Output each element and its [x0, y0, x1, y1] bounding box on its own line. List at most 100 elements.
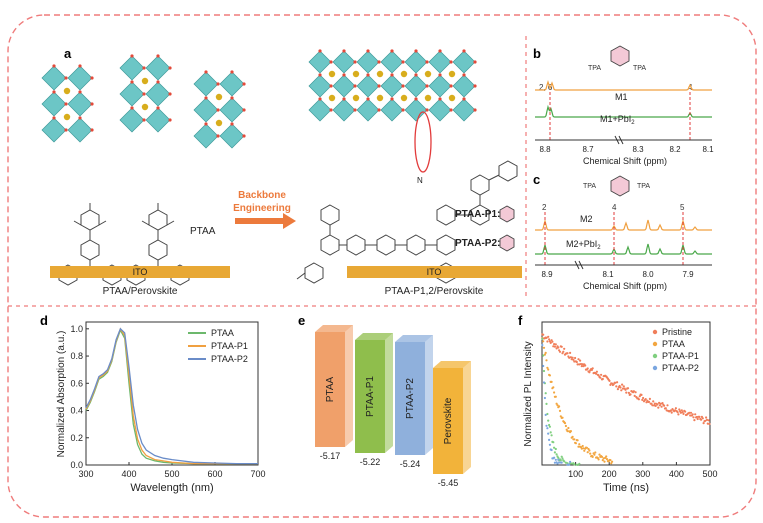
octahedron: [308, 98, 332, 122]
halide-atom: [377, 84, 381, 88]
f-data-point: [591, 455, 594, 458]
f-data-point: [702, 422, 705, 425]
ptaa-label: PTAA: [190, 226, 216, 237]
halide-atom: [318, 73, 322, 77]
f-data-point: [557, 458, 560, 461]
f-data-point: [566, 352, 569, 355]
f-data-point: [545, 402, 548, 405]
panel-e: e PTAA-5.17PTAA-P1-5.22PTAA-P2-5.24Perov…: [298, 313, 471, 488]
octahedron: [308, 50, 332, 74]
f-data-point: [616, 381, 619, 384]
f-data-point: [552, 386, 555, 389]
m2-peak-label-2: 2: [542, 203, 547, 212]
halide-atom: [64, 128, 68, 132]
f-data-point: [674, 407, 678, 410]
f-legend-label: PTAA-P1: [662, 351, 699, 361]
panel-f-plot-frame: [541, 321, 711, 466]
f-data-point: [698, 415, 701, 418]
f-data-point: [629, 393, 632, 396]
f-data-point: [555, 347, 558, 350]
f-data-point: [561, 416, 564, 419]
octahedron: [41, 117, 67, 143]
f-data-point: [553, 343, 556, 346]
octahedron: [67, 117, 93, 143]
halide-atom: [52, 64, 56, 68]
halide-atom: [242, 108, 246, 112]
octahedron: [193, 123, 219, 149]
halide-atom: [390, 73, 394, 77]
perovskite-lattice-left: [41, 54, 246, 149]
panel-c-axis-break-2: [578, 260, 584, 270]
a-site-cation: [352, 70, 360, 78]
f-data-point: [569, 351, 572, 354]
halide-atom: [90, 128, 94, 132]
f-data-point: [563, 422, 567, 425]
m2-pbi2-text: M2+PbI: [566, 239, 597, 249]
f-data-point: [701, 417, 704, 420]
f-data-point: [572, 358, 575, 361]
c-tick: 7.9: [682, 270, 694, 279]
f-data-point: [569, 460, 572, 463]
f-data-point: [663, 404, 666, 407]
f-data-point: [605, 458, 609, 461]
f-data-point: [670, 411, 673, 414]
octahedron: [119, 55, 145, 81]
c-tick: 8.0: [642, 270, 654, 279]
halide-atom: [216, 134, 220, 138]
octahedron: [332, 98, 356, 122]
f-data-point: [574, 442, 578, 445]
a-site-cation: [424, 70, 432, 78]
d-series-line: [85, 327, 258, 465]
f-data-point: [641, 398, 644, 401]
f-data-point: [569, 356, 573, 359]
f-data-point: [644, 398, 647, 401]
halide-atom: [390, 97, 394, 101]
f-data-point: [568, 356, 571, 359]
halide-atom: [168, 118, 172, 122]
m2-pbi2-subscript: 2: [597, 245, 601, 251]
halide-atom: [230, 122, 234, 126]
panel-b: b TPA TPA 2, 6 4 M1 M1+PbI2 8.8 8.7 8.3 …: [533, 45, 714, 166]
halide-atom: [473, 84, 477, 88]
f-data-point: [603, 460, 606, 463]
energy-bar-top: [315, 325, 353, 332]
halide-atom: [329, 84, 333, 88]
halide-atom: [64, 102, 68, 106]
m2-peak-label-5: 5: [680, 203, 685, 212]
f-data-point: [549, 341, 552, 344]
halide-atom: [230, 96, 234, 100]
f-data-point: [588, 449, 591, 452]
energy-bar-front: [433, 368, 463, 474]
d-x-tick-label: 400: [121, 469, 136, 479]
d-y-tick-label: 1.0: [70, 324, 83, 334]
f-legend-label: PTAA: [662, 339, 685, 349]
panel-b-xlabel: Chemical Shift (ppm): [583, 156, 667, 166]
f-data-point: [626, 387, 630, 390]
d-y-tick-label: 0.0: [70, 460, 83, 470]
arrow-text-line1: Backbone: [238, 190, 286, 201]
f-data-point: [576, 439, 579, 442]
energy-level-value: -5.24: [400, 459, 421, 469]
f-data-point: [705, 416, 708, 419]
f-data-point: [581, 444, 584, 448]
f-data-point: [692, 416, 695, 419]
d-y-tick-label: 0.6: [70, 378, 83, 388]
f-x-tick-label: 300: [635, 469, 650, 479]
f-data-point: [548, 423, 551, 427]
m2-trace-label: M2: [580, 214, 593, 224]
halide-atom: [318, 49, 322, 53]
halide-atom: [449, 84, 453, 88]
f-data-point: [678, 408, 681, 411]
halide-atom: [230, 70, 234, 74]
f-data-point: [567, 426, 570, 430]
ptaa-p1-label: PTAA-P1:: [455, 209, 500, 220]
f-data-point: [550, 434, 553, 437]
f-data-point: [619, 386, 622, 389]
f-data-point: [558, 461, 561, 464]
halide-atom: [142, 118, 146, 122]
a-site-cation: [141, 77, 149, 85]
halide-atom: [142, 92, 146, 96]
f-data-point: [582, 447, 585, 450]
halide-atom: [168, 66, 172, 70]
f-legend-label: Pristine: [662, 327, 692, 337]
